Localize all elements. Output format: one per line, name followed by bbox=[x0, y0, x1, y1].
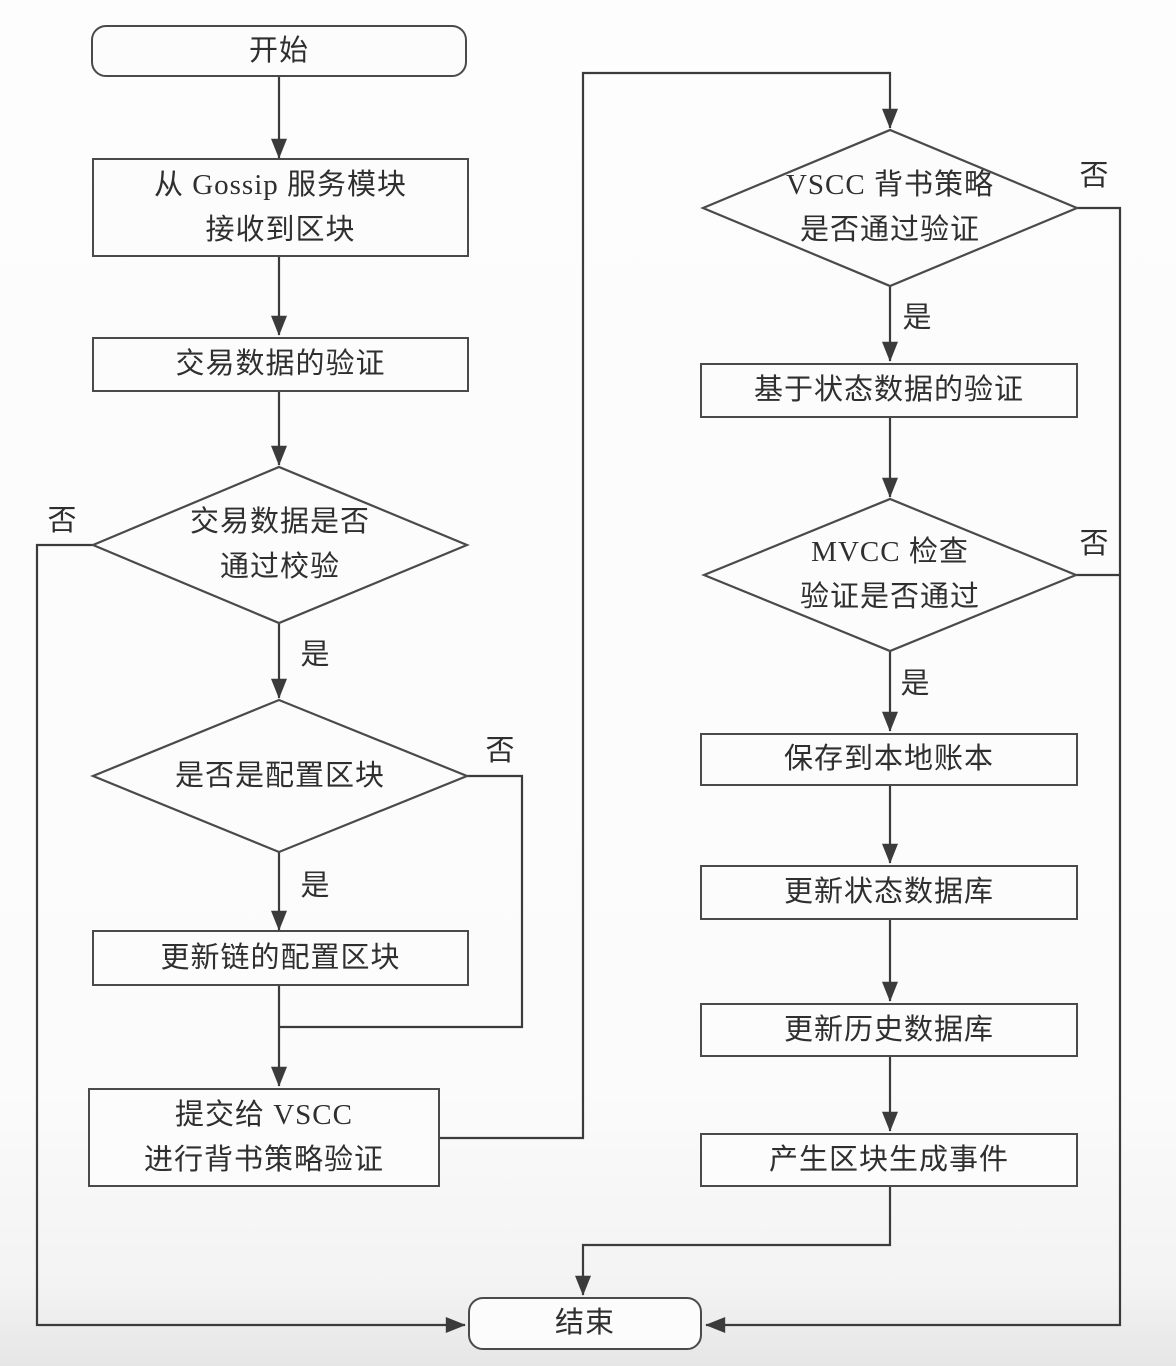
node-is-config-block-diamond bbox=[90, 698, 470, 854]
node-tx-check-label: 交易数据是否 通过校验 bbox=[189, 506, 370, 583]
node-update-config: 更新链的配置区块 bbox=[92, 930, 469, 986]
node-save-ledger: 保存到本地账本 bbox=[700, 733, 1078, 786]
node-mvcc-check-label: MVCC 检查 验证是否通过 bbox=[799, 536, 980, 613]
edge-vscc-check-no-to-end bbox=[705, 206, 1122, 1333]
branch-label-vscc-check-yes: 是 bbox=[902, 301, 932, 334]
edge-block-event-to-end bbox=[575, 1187, 892, 1296]
branch-label-is-config-block-yes: 是 bbox=[300, 869, 330, 902]
edge-submit-vscc-to-vscc-check bbox=[440, 71, 898, 1140]
node-vscc-check-diamond bbox=[700, 128, 1080, 288]
branch-label-mvcc-check-no: 否 bbox=[1079, 527, 1109, 560]
node-receive-block: 从 Gossip 服务模块 接收到区块 bbox=[92, 158, 469, 257]
node-is-config-block-label: 是否是配置区块 bbox=[174, 759, 385, 792]
node-tx-validation: 交易数据的验证 bbox=[92, 337, 469, 392]
node-update-state-db: 更新状态数据库 bbox=[700, 865, 1078, 920]
branch-label-tx-check-no: 否 bbox=[47, 504, 77, 537]
branch-label-vscc-check-no: 否 bbox=[1079, 159, 1109, 192]
node-state-validation: 基于状态数据的验证 bbox=[700, 363, 1078, 418]
node-tx-check-diamond bbox=[90, 465, 470, 625]
branch-label-tx-check-yes: 是 bbox=[300, 638, 330, 671]
branch-label-mvcc-check-yes: 是 bbox=[900, 667, 930, 700]
edge-tx-check-no-to-end bbox=[35, 543, 466, 1333]
node-block-event: 产生区块生成事件 bbox=[700, 1133, 1078, 1187]
node-start: 开始 bbox=[91, 25, 467, 77]
node-submit-vscc: 提交给 VSCC 进行背书策略验证 bbox=[88, 1088, 440, 1187]
node-mvcc-check-diamond bbox=[701, 497, 1079, 653]
branch-label-is-config-block-no: 否 bbox=[485, 734, 515, 767]
node-vscc-check-label: VSCC 背书策略 是否通过验证 bbox=[785, 169, 994, 246]
edge-is-config-block-no-merge bbox=[279, 774, 524, 1029]
node-update-history-db: 更新历史数据库 bbox=[700, 1003, 1078, 1057]
node-end: 结束 bbox=[468, 1297, 702, 1350]
